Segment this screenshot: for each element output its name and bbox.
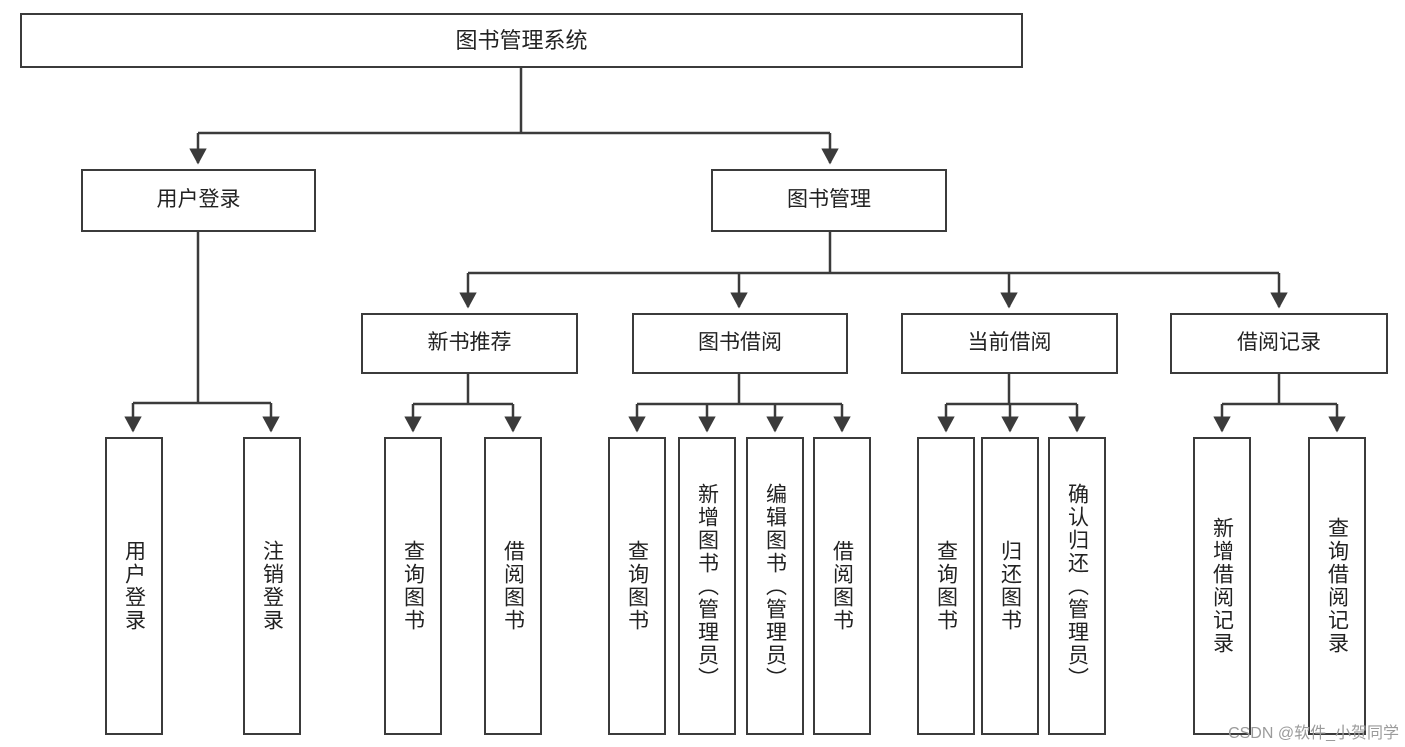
node-leaf-borrow-edit-label: 编辑图书（管理员） [763, 482, 787, 690]
node-leaf-borrow-add[interactable]: 新增图书（管理员） [678, 437, 736, 735]
node-leaf-records-query-label: 查询借阅记录 [1325, 517, 1349, 655]
node-borrow-records[interactable]: 借阅记录 [1170, 313, 1388, 374]
node-leaf-current-confirm[interactable]: 确认归还（管理员） [1048, 437, 1106, 735]
node-leaf-records-add-label: 新增借阅记录 [1210, 517, 1234, 655]
node-root[interactable]: 图书管理系统 [20, 13, 1023, 68]
node-leaf-current-return[interactable]: 归还图书 [981, 437, 1039, 735]
node-leaf-user-login-label: 用户登录 [122, 540, 146, 632]
node-leaf-current-confirm-label: 确认归还（管理员） [1065, 482, 1089, 690]
node-borrow-records-label: 借阅记录 [1237, 331, 1321, 355]
node-leaf-current-query[interactable]: 查询图书 [917, 437, 975, 735]
node-leaf-newbook-query[interactable]: 查询图书 [384, 437, 442, 735]
node-leaf-records-query[interactable]: 查询借阅记录 [1308, 437, 1366, 735]
node-leaf-borrow-query-label: 查询图书 [625, 540, 649, 632]
node-leaf-records-add[interactable]: 新增借阅记录 [1193, 437, 1251, 735]
node-leaf-current-query-label: 查询图书 [934, 540, 958, 632]
node-leaf-newbook-query-label: 查询图书 [401, 540, 425, 632]
node-current-borrow[interactable]: 当前借阅 [901, 313, 1118, 374]
node-current-borrow-label: 当前借阅 [967, 331, 1052, 355]
node-new-book-recommend[interactable]: 新书推荐 [361, 313, 578, 374]
node-leaf-user-logout-label: 注销登录 [260, 540, 284, 632]
node-book-management-label: 图书管理 [787, 188, 871, 212]
node-book-management[interactable]: 图书管理 [711, 169, 947, 232]
csdn-watermark: CSDN @软件_小贺同学 [1228, 725, 1399, 742]
node-leaf-user-logout[interactable]: 注销登录 [243, 437, 301, 735]
node-leaf-borrow-edit[interactable]: 编辑图书（管理员） [746, 437, 804, 735]
node-user-login[interactable]: 用户登录 [81, 169, 316, 232]
node-root-label: 图书管理系统 [455, 27, 588, 53]
node-leaf-borrow-lend-label: 借阅图书 [830, 540, 854, 632]
node-leaf-newbook-borrow-label: 借阅图书 [501, 540, 525, 632]
node-leaf-user-login[interactable]: 用户登录 [105, 437, 163, 735]
node-leaf-borrow-query[interactable]: 查询图书 [608, 437, 666, 735]
node-leaf-borrow-add-label: 新增图书（管理员） [695, 482, 719, 690]
node-leaf-newbook-borrow[interactable]: 借阅图书 [484, 437, 542, 735]
node-leaf-borrow-lend[interactable]: 借阅图书 [813, 437, 871, 735]
node-leaf-current-return-label: 归还图书 [998, 540, 1022, 632]
node-book-borrow-label: 图书借阅 [698, 331, 782, 355]
node-book-borrow[interactable]: 图书借阅 [632, 313, 848, 374]
node-new-book-recommend-label: 新书推荐 [427, 331, 512, 355]
node-user-login-label: 用户登录 [156, 188, 241, 212]
